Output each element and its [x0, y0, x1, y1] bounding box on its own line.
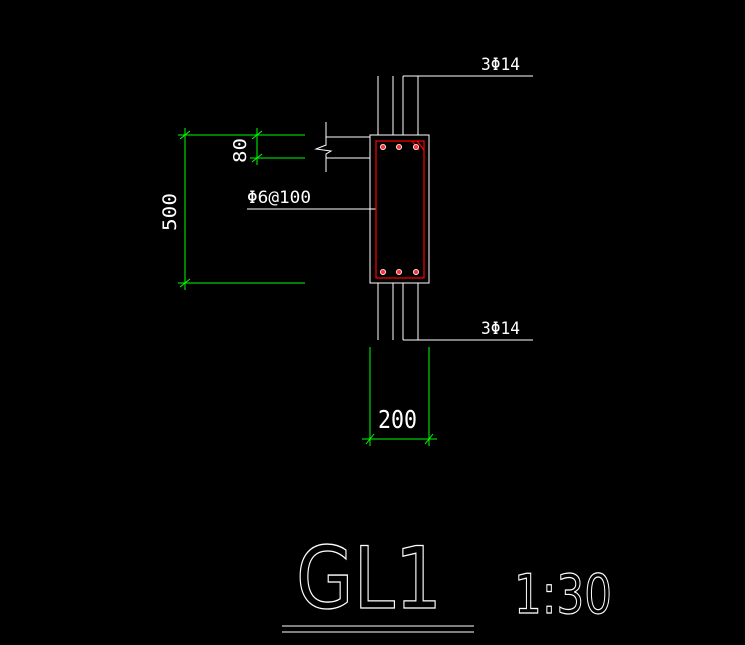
rebar-bottom-center [395, 268, 402, 275]
dimension-80-label: 80 [230, 138, 251, 163]
dimension-500-label: 500 [159, 193, 181, 231]
rebar-bottom-right [412, 268, 419, 275]
top-rebar-label: 3Φ14 [481, 55, 520, 75]
stirrup-label: Φ6@100 [247, 188, 311, 208]
stirrup-rect [375, 140, 425, 279]
rebar-top-right [412, 143, 419, 150]
rebar-bottom-left [379, 268, 386, 275]
dimension-lines [178, 128, 437, 446]
annotation-text: 3Φ14 3Φ14 Φ6@100 500 80 200 [159, 55, 520, 434]
title-block: GL1 1:30 [282, 528, 613, 633]
drawing-title: GL1 [296, 529, 442, 629]
rebar-top-center [395, 143, 402, 150]
leader-lines [247, 75, 533, 341]
dimension-200-label: 200 [378, 405, 417, 434]
dim-500-tick-top [179, 130, 191, 140]
drawing-scale: 1:30 [514, 563, 612, 626]
dim-200-tick-left [365, 433, 375, 445]
dim-500-tick-bottom [179, 278, 191, 288]
beam-outline [314, 76, 430, 340]
dim-200-tick-right [424, 433, 434, 445]
stirrup [375, 140, 425, 279]
rebars [379, 143, 419, 275]
dim-80-tick-top [251, 130, 263, 140]
dim-80-tick-bottom [251, 153, 263, 163]
stirrup-hook-2 [416, 140, 425, 151]
bottom-rebar-label: 3Φ14 [481, 319, 520, 339]
slab-break-line [314, 122, 333, 172]
beam-section-rect [369, 134, 430, 284]
rebar-top-left [379, 143, 386, 150]
